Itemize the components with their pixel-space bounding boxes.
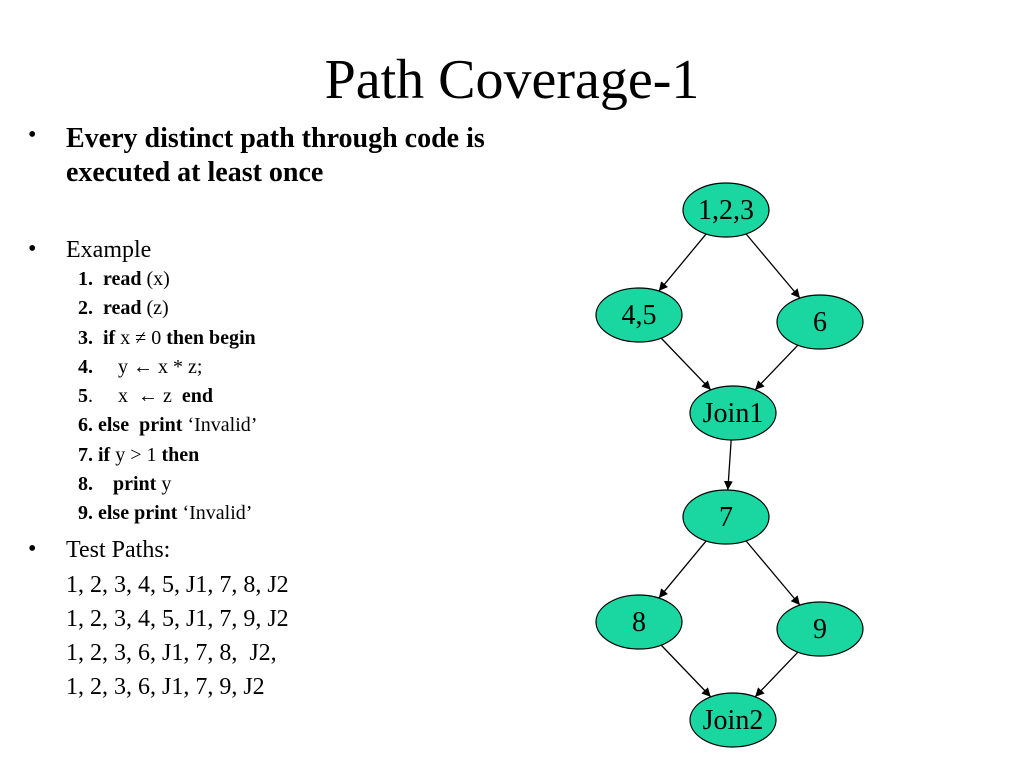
edge-n6-to-join1 — [754, 344, 799, 391]
node-label: 9 — [813, 614, 827, 645]
node-join2: Join2 — [689, 692, 777, 748]
code-keyword: print — [113, 473, 157, 496]
node-label: 6 — [813, 307, 827, 338]
code-line: 9. else print ‘Invalid’ — [78, 499, 257, 528]
node-ellipse — [776, 294, 864, 350]
slide-title: Path Coverage-1 — [324, 49, 700, 111]
code-text: ‘Invalid’ — [182, 414, 258, 437]
code-keyword: else print — [98, 414, 183, 437]
code-line-number: 4. — [78, 355, 93, 378]
test-path: 1, 2, 3, 6, J1, 7, 9, J2 — [66, 674, 265, 700]
node-label: Join1 — [703, 398, 764, 429]
code-keyword: then begin — [166, 326, 256, 349]
code-text: y ← x * z; — [118, 355, 203, 378]
code-line-number: 8. — [78, 473, 93, 496]
node-n45: 4,5 — [595, 287, 683, 343]
code-keyword: end — [181, 385, 214, 408]
bullet-dot: • — [28, 536, 37, 562]
definition-text: Every distinct path through code is exec… — [66, 123, 485, 188]
code-spacing: . — [88, 385, 118, 408]
code-line: 5. x ← z end — [78, 382, 257, 411]
code-keyword: if — [98, 443, 111, 466]
code-text: x ≠ 0 — [115, 326, 167, 349]
node-label: 4,5 — [622, 300, 657, 331]
example-label: Example — [66, 237, 152, 263]
test-paths-list: 1, 2, 3, 4, 5, J1, 7, 8, J2 1, 2, 3, 4, 5… — [66, 568, 289, 704]
node-ellipse — [682, 489, 770, 545]
code-text: y > 1 — [110, 443, 162, 466]
edge-n8-to-join2 — [660, 644, 712, 698]
code-line: 7. if y > 1 then — [78, 441, 257, 470]
test-paths-label: Test Paths: — [66, 537, 171, 563]
graph-edges — [658, 233, 801, 698]
node-label: 8 — [632, 607, 646, 638]
test-path: 1, 2, 3, 4, 5, J1, 7, 8, J2 — [66, 572, 289, 598]
code-line: 8. print y — [78, 470, 257, 499]
node-ellipse — [689, 385, 777, 441]
edge-n45-to-join1 — [660, 337, 712, 391]
code-text: (z) — [141, 297, 169, 320]
node-label: Join2 — [703, 705, 764, 736]
node-n123: 1,2,3 — [682, 182, 770, 238]
code-listing: 1. read (x)2. read (z)3. if x ≠ 0 then b… — [78, 265, 257, 529]
code-keyword: read — [103, 297, 142, 320]
code-keyword: if — [103, 326, 116, 349]
bullet-dot: • — [28, 236, 37, 262]
code-line-number: 2. — [78, 297, 93, 320]
node-ellipse — [776, 601, 864, 657]
bullet-dot: • — [28, 122, 37, 148]
code-line: 6. else print ‘Invalid’ — [78, 411, 257, 440]
edge-n123-to-n45 — [658, 233, 707, 292]
node-join1: Join1 — [689, 385, 777, 441]
test-path: 1, 2, 3, 6, J1, 7, 8, J2, — [66, 640, 277, 666]
code-line-number: 9. — [78, 502, 93, 525]
code-text: y — [156, 473, 172, 496]
code-line: 3. if x ≠ 0 then begin — [78, 324, 257, 353]
code-keyword: read — [103, 268, 142, 290]
code-line-number: 6. — [78, 414, 93, 437]
node-n8: 8 — [595, 594, 683, 650]
node-n9: 9 — [776, 601, 864, 657]
node-n7: 7 — [682, 489, 770, 545]
node-ellipse — [689, 692, 777, 748]
edge-join1-to-n7 — [723, 439, 733, 491]
edge-n9-to-join2 — [754, 651, 799, 698]
node-label: 1,2,3 — [698, 195, 754, 226]
code-text: (x) — [141, 268, 170, 290]
code-keyword: then — [161, 443, 200, 466]
code-keyword: else print — [98, 502, 178, 525]
code-line-number: 7. — [78, 443, 93, 466]
code-line: 2. read (z) — [78, 294, 257, 323]
code-line: 1. read (x) — [78, 265, 257, 294]
code-line-number: 5 — [78, 385, 88, 408]
node-label: 7 — [719, 502, 733, 533]
edge-n123-to-n6 — [745, 233, 801, 299]
edge-n7-to-n8 — [658, 540, 707, 599]
code-text: x ← z — [118, 385, 182, 408]
code-line-number: 3. — [78, 326, 93, 349]
code-line-number: 1. — [78, 268, 93, 290]
code-text: ‘Invalid’ — [177, 502, 253, 525]
node-n6: 6 — [776, 294, 864, 350]
node-ellipse — [595, 287, 683, 343]
node-ellipse — [595, 594, 683, 650]
node-ellipse — [682, 182, 770, 238]
code-line: 4. y ← x * z; — [78, 353, 257, 382]
edge-n7-to-n9 — [745, 540, 801, 606]
test-path: 1, 2, 3, 4, 5, J1, 7, 9, J2 — [66, 606, 289, 632]
